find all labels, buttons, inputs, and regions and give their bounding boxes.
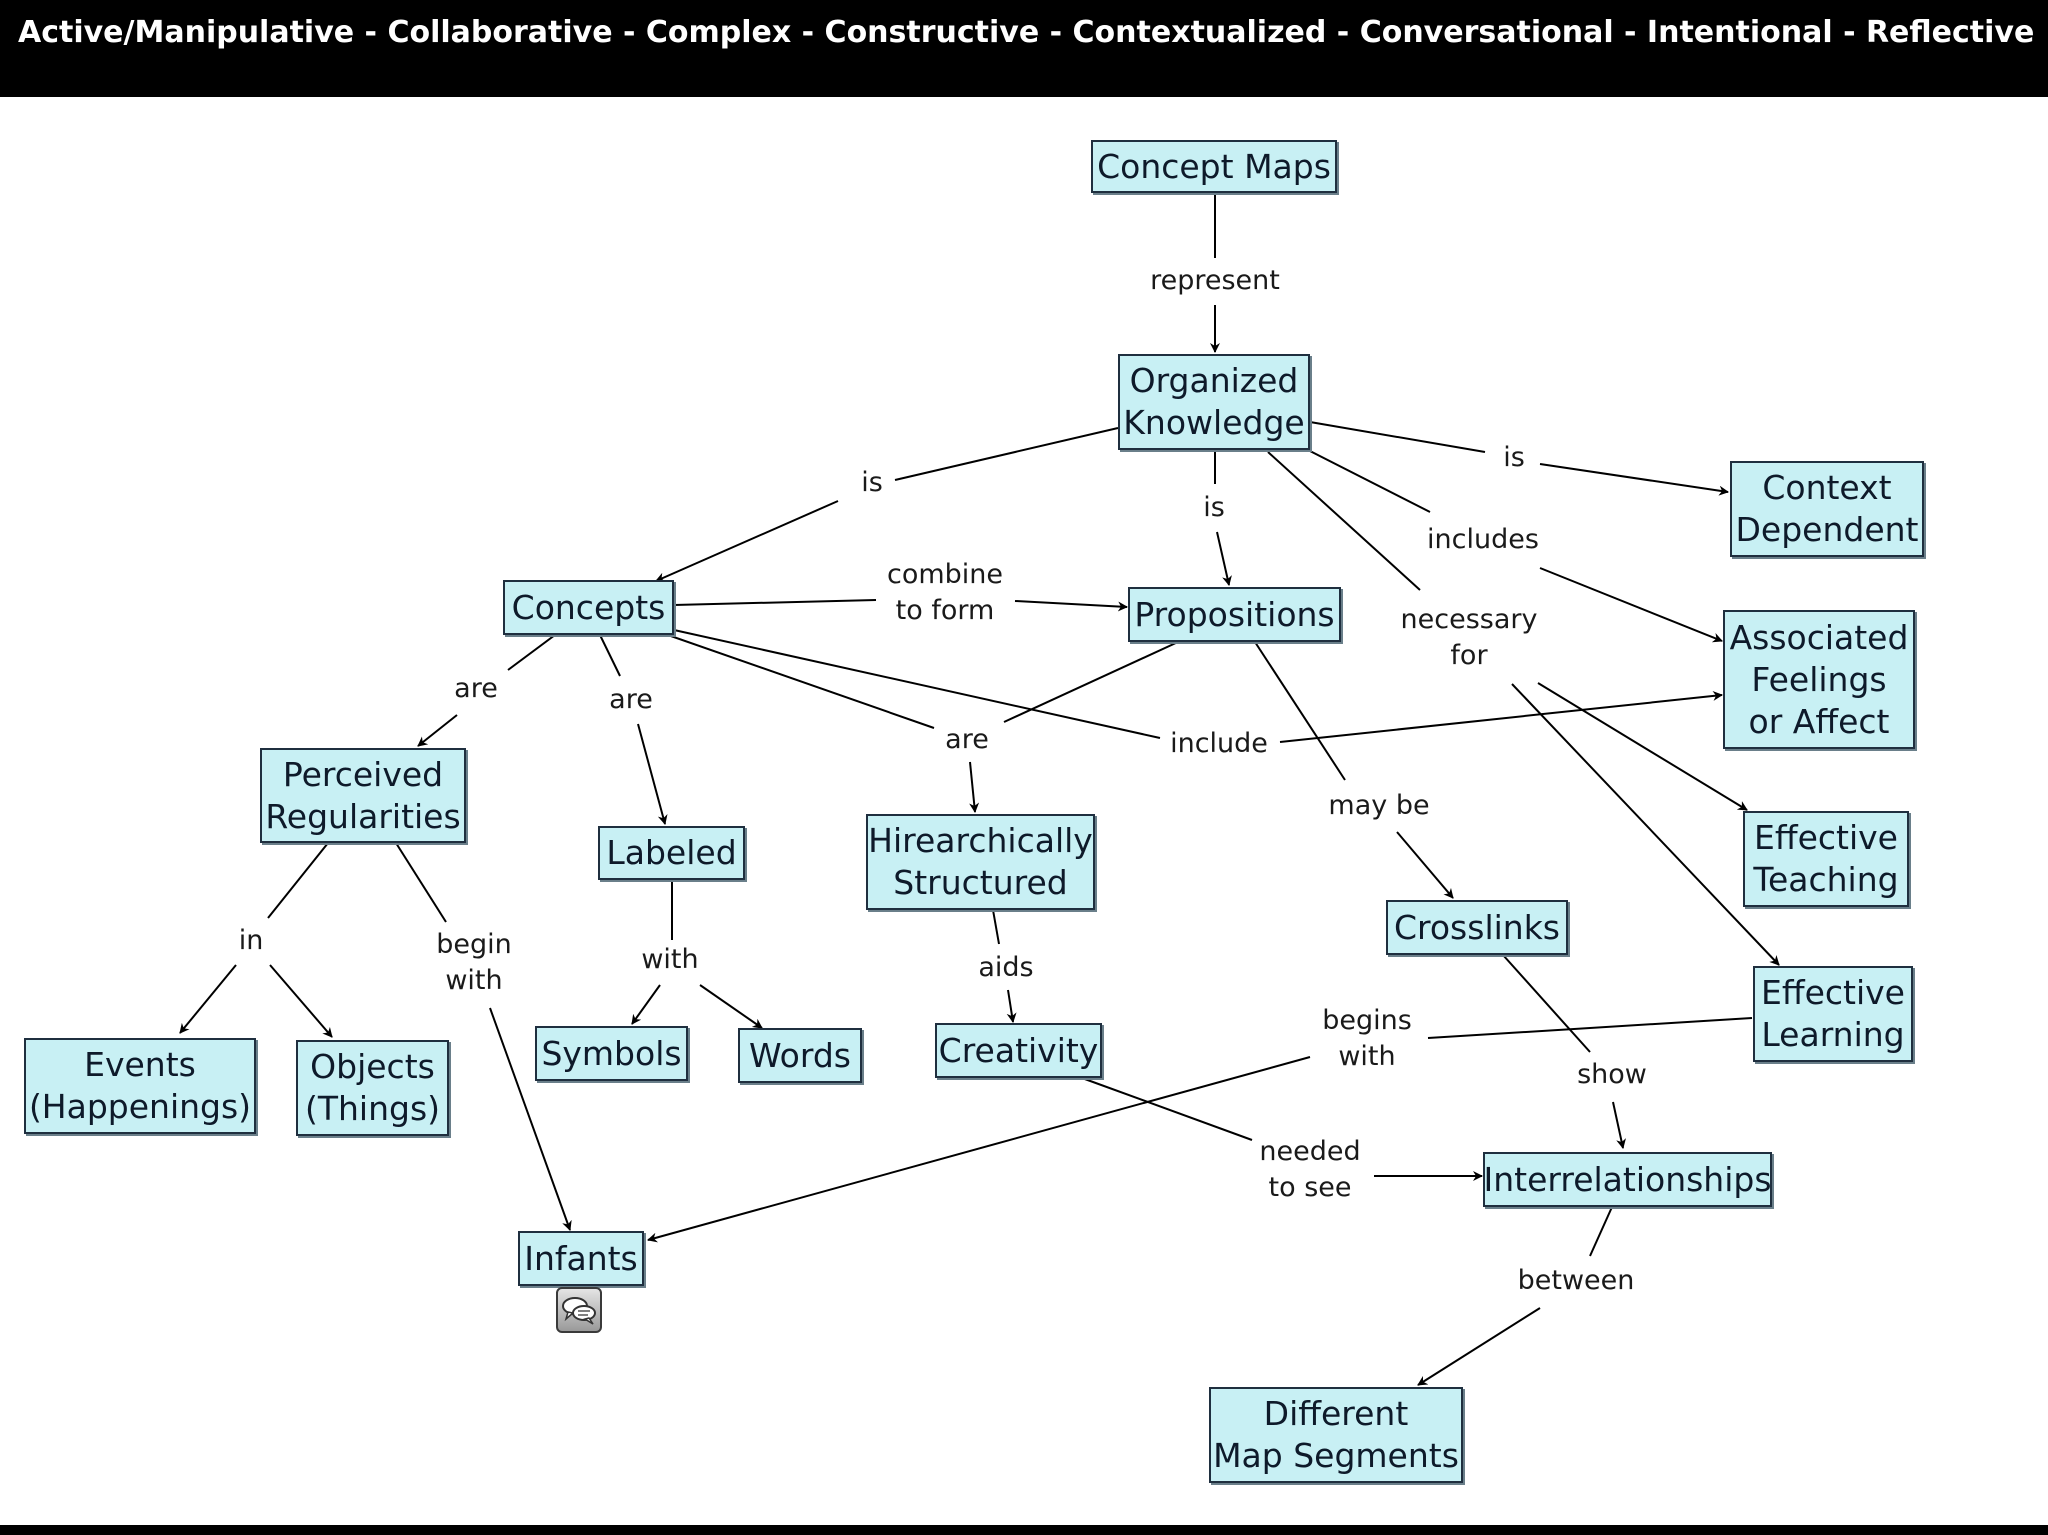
link-show: show	[1571, 1057, 1653, 1093]
concept-organized-knowledge[interactable]: Organized Knowledge	[1118, 354, 1310, 450]
link-are-labeled: are	[603, 682, 659, 718]
concept-events[interactable]: Events (Happenings)	[24, 1038, 256, 1134]
arrow-in-objects	[269, 964, 333, 1038]
concept-effective-teaching[interactable]: Effective Teaching	[1743, 811, 1909, 907]
concept-words[interactable]: Words	[738, 1028, 862, 1083]
arrow-with-symbols	[631, 984, 661, 1025]
link-necessary-for: necessary for	[1394, 602, 1544, 674]
line-perceived-begin	[395, 842, 447, 923]
arrow-includes-feelings	[1539, 567, 1723, 643]
concept-labeled[interactable]: Labeled	[598, 826, 745, 880]
line-concepts-are2	[599, 634, 621, 677]
link-represent: represent	[1144, 263, 1286, 299]
arrow-between-segments	[1417, 1307, 1541, 1386]
concept-effective-learning[interactable]: Effective Learning	[1753, 966, 1913, 1062]
line-ok-includes	[1307, 449, 1431, 513]
concept-perceived-regularities[interactable]: Perceived Regularities	[260, 748, 466, 843]
arrow-is-concepts	[655, 500, 839, 582]
concept-associated-feelings[interactable]: Associated Feelings or Affect	[1723, 610, 1915, 749]
arrow-is-propositions	[1216, 531, 1232, 586]
arrow-combine-propositions	[1014, 600, 1128, 612]
arrow-include-feelings	[1279, 690, 1723, 743]
link-include: include	[1164, 726, 1274, 762]
bottom-bar	[0, 1525, 2048, 1535]
concept-context-dependent[interactable]: Context Dependent	[1730, 461, 1924, 557]
arrow-are-perceived	[417, 714, 458, 747]
link-in: in	[232, 923, 270, 959]
line-concepts-are1	[507, 634, 556, 671]
arrow-aids-creativity	[1006, 989, 1017, 1023]
line-propositions-maybe	[1254, 641, 1346, 781]
line-concepts-are3	[667, 634, 935, 729]
concept-concept-maps[interactable]: Concept Maps	[1091, 140, 1337, 193]
link-includes: includes	[1421, 522, 1545, 558]
link-between: between	[1511, 1263, 1641, 1299]
link-may-be: may be	[1322, 788, 1436, 824]
arrow-with-words	[699, 984, 763, 1029]
arrow-in-events	[179, 964, 237, 1034]
link-combine-to-form: combine to form	[880, 557, 1010, 629]
link-are-perceived: are	[448, 671, 504, 707]
concept-concepts[interactable]: Concepts	[503, 580, 674, 635]
link-is-concepts: is	[855, 465, 889, 501]
concept-crosslinks[interactable]: Crosslinks	[1386, 900, 1568, 955]
concept-interrelationships[interactable]: Interrelationships	[1483, 1152, 1772, 1207]
line-concepts-include	[673, 629, 1161, 739]
arrow-begins-infants	[647, 1056, 1311, 1243]
arrow-necessary-teaching	[1537, 682, 1748, 811]
concept-symbols[interactable]: Symbols	[535, 1026, 688, 1081]
arrow-are-hierarchical	[969, 761, 980, 813]
link-begin-with: begin with	[430, 927, 518, 999]
line-perceived-in	[267, 842, 329, 919]
principles-banner: Active/Manipulative - Collaborative - Co…	[0, 0, 2048, 97]
arrow-are-labeled	[637, 723, 668, 825]
arrow-maybe-crosslinks	[1396, 831, 1454, 899]
line-learning-begins	[1427, 1017, 1753, 1039]
line-concepts-combine	[673, 599, 877, 606]
line-creativity-needed	[1081, 1077, 1253, 1141]
link-begins-with: begins with	[1316, 1003, 1418, 1075]
line-crosslinks-show	[1502, 954, 1591, 1053]
link-is-propositions: is	[1197, 490, 1231, 526]
arrow-is-context	[1539, 463, 1729, 496]
line-ok-is3	[1309, 421, 1486, 453]
link-with: with	[635, 942, 705, 978]
concept-creativity[interactable]: Creativity	[935, 1023, 1102, 1078]
line-propositions-are	[1003, 641, 1179, 723]
arrow-begin-infants	[489, 1007, 572, 1231]
link-is-context: is	[1497, 440, 1531, 476]
concept-different-map-segments[interactable]: Different Map Segments	[1209, 1387, 1463, 1483]
arrow-show-interrelationships	[1612, 1101, 1626, 1149]
line-ok-necessary	[1267, 451, 1421, 591]
line-ok-is	[894, 427, 1119, 481]
line-interrelationships-between	[1589, 1206, 1613, 1257]
arrow-necessary-learning	[1511, 683, 1780, 966]
chat-bubbles-icon[interactable]	[556, 1287, 602, 1333]
concept-objects[interactable]: Objects (Things)	[296, 1040, 449, 1136]
link-are-hierarchical: are	[939, 722, 995, 758]
link-needed-to-see: needed to see	[1253, 1134, 1367, 1206]
concept-hierarchically-structured[interactable]: Hirearchically Structured	[866, 814, 1095, 910]
principles-text: Active/Manipulative - Collaborative - Co…	[18, 15, 2035, 50]
line-hierarchical-aids	[992, 909, 1000, 945]
link-aids: aids	[972, 950, 1040, 986]
concept-infants[interactable]: Infants	[518, 1231, 644, 1286]
concept-propositions[interactable]: Propositions	[1128, 587, 1341, 642]
